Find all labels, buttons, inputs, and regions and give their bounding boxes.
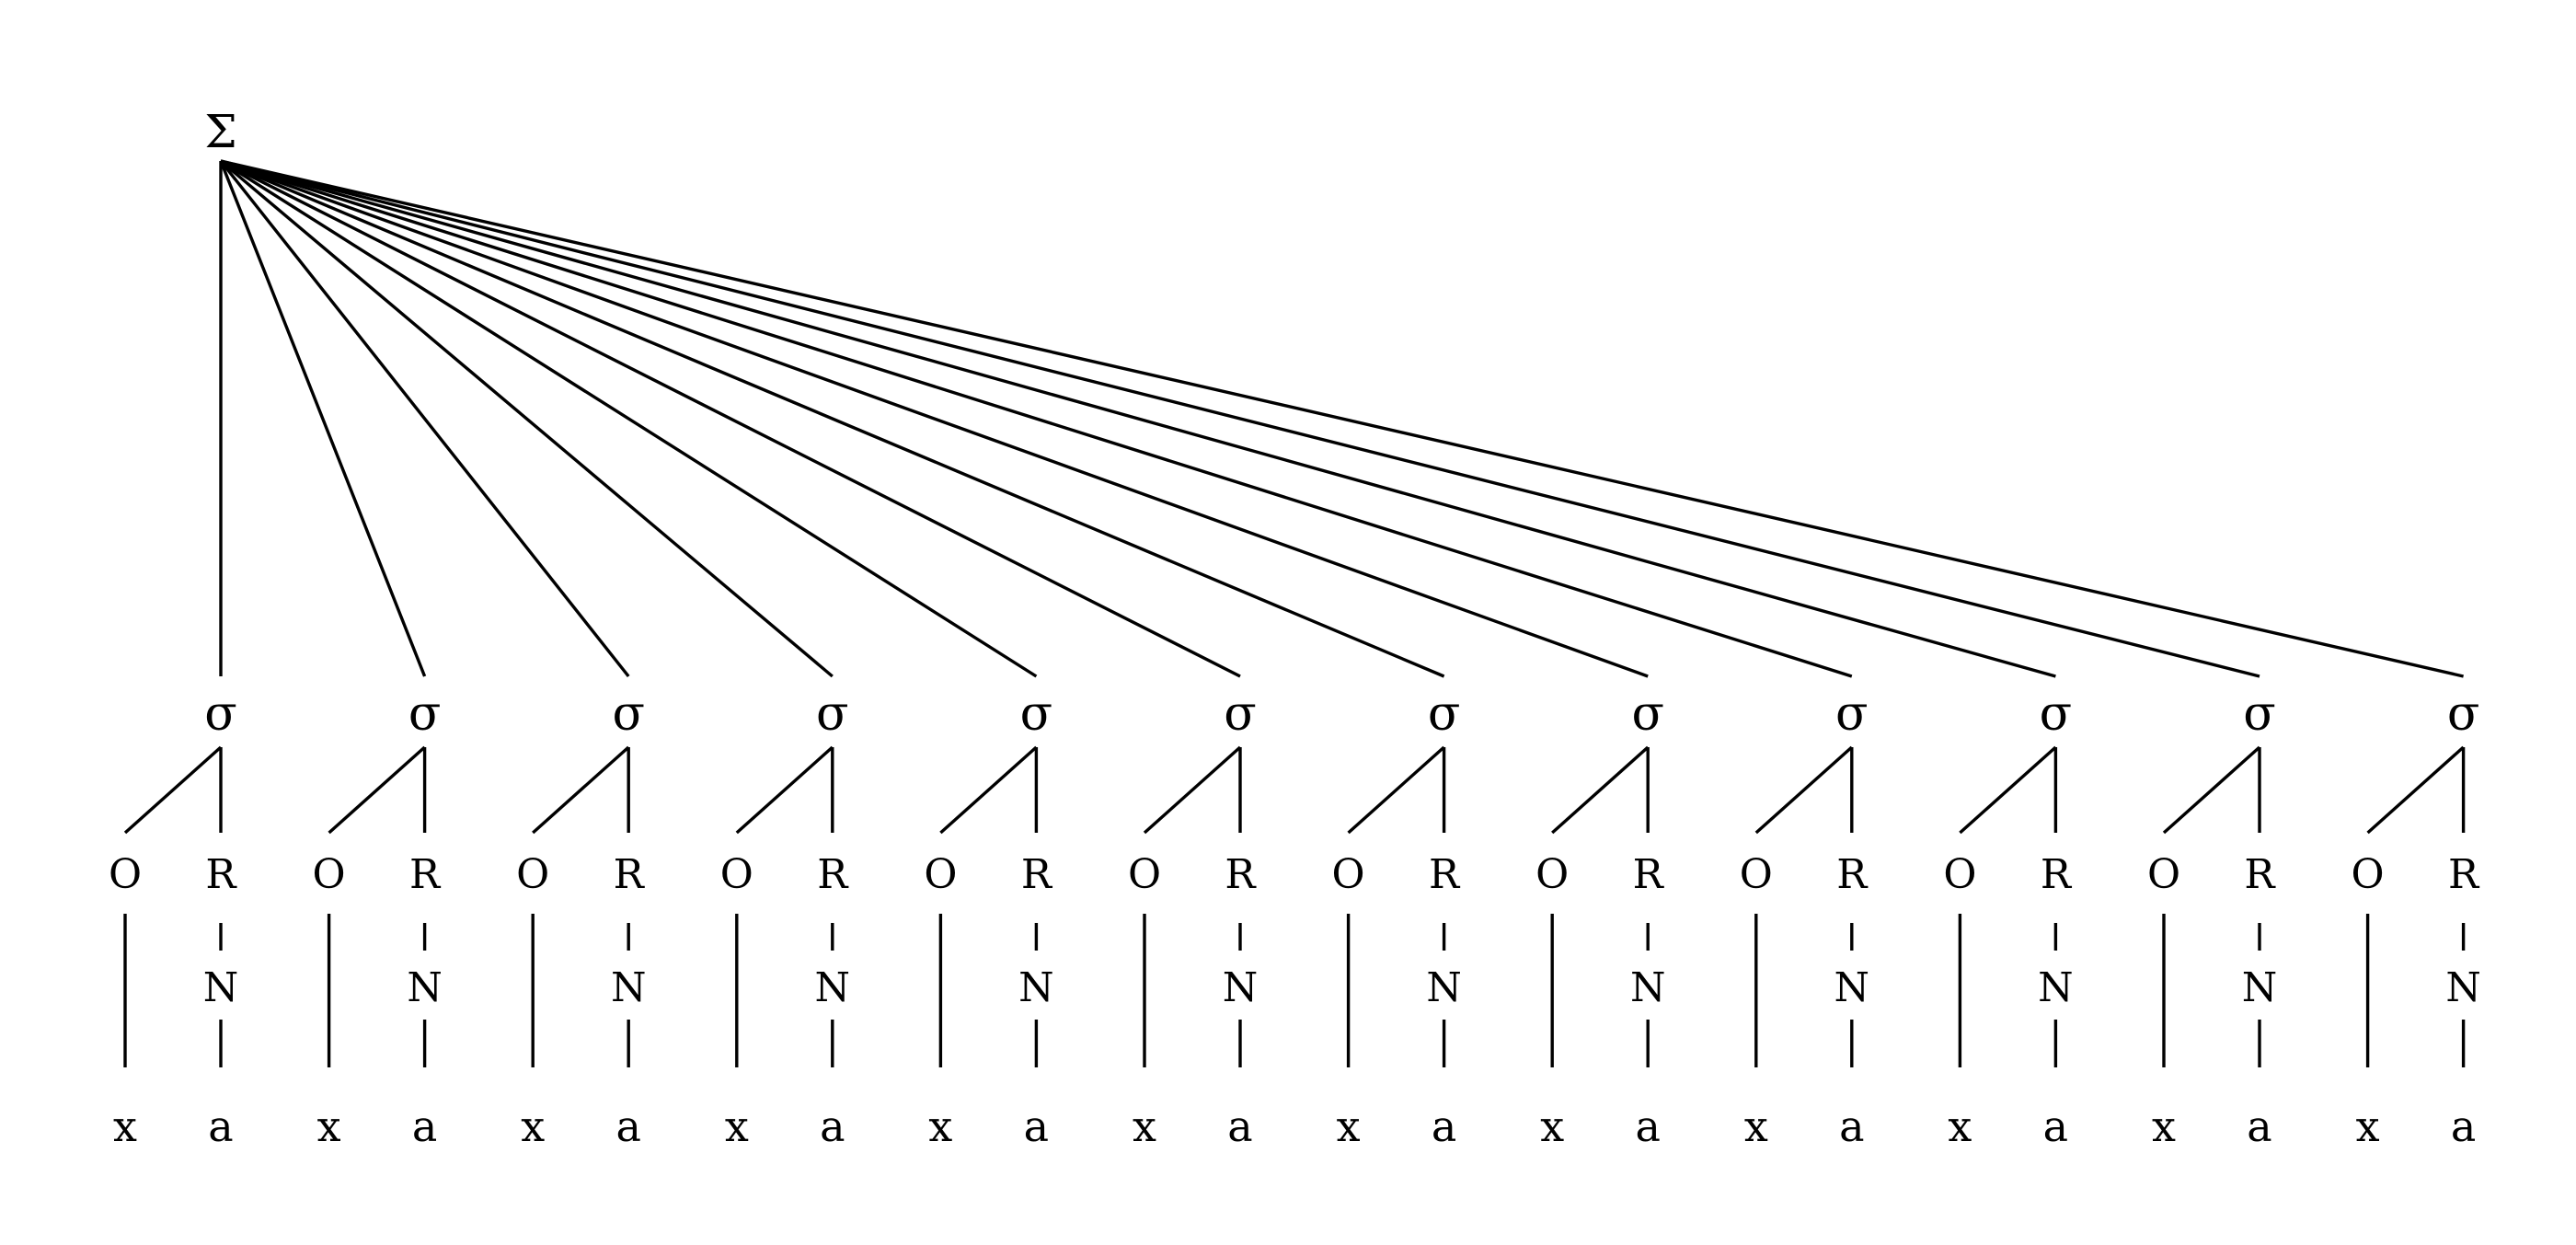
syllable-to-onset-edge [735, 745, 834, 835]
onset-segment: x [521, 1101, 545, 1151]
root-to-syllable-edge [219, 160, 427, 677]
syllable-to-onset-edge [1959, 745, 2057, 835]
onset-segment: x [1133, 1101, 1156, 1151]
onset-segment: x [1948, 1101, 1972, 1151]
onset-label: O [1943, 851, 1976, 898]
onset-segment: x [317, 1101, 341, 1151]
rhyme-label: R [1225, 851, 1257, 898]
nucleus-segment: a [820, 1101, 845, 1151]
onset-segment: x [1337, 1101, 1361, 1151]
nucleus-segment: a [1635, 1101, 1660, 1151]
nucleus-segment: a [412, 1101, 437, 1151]
syllable-label: σ [612, 686, 645, 742]
onset-label: O [2352, 851, 2385, 898]
nucleus-segment: a [1024, 1101, 1049, 1151]
nucleus-segment: a [2451, 1101, 2476, 1151]
onset-segment: x [2152, 1101, 2176, 1151]
nucleus-segment: a [1432, 1101, 1456, 1151]
onset-label: O [1535, 851, 1569, 898]
root-to-syllable-edge [220, 159, 2464, 678]
root-to-syllable-edge [219, 159, 630, 678]
syllable-to-onset-edge [1347, 745, 1445, 835]
syllable-label: σ [1020, 686, 1053, 742]
syllable-to-onset-edge [1551, 745, 1650, 835]
onset-label: O [109, 851, 142, 898]
root-to-syllable-edge [220, 159, 1038, 678]
syllable-to-onset-edge [1143, 745, 1242, 835]
nucleus-label: N [611, 964, 647, 1011]
onset-label: O [2147, 851, 2180, 898]
syllable-to-onset-edge [1754, 745, 1853, 835]
nucleus-segment: a [2043, 1101, 2068, 1151]
root-to-syllable-edge [220, 159, 1649, 678]
syllable-to-onset-edge [532, 745, 630, 835]
rhyme-label: R [2244, 851, 2276, 898]
onset-segment: x [928, 1101, 952, 1151]
syllable-to-onset-edge [2366, 745, 2465, 835]
rhyme-label: R [817, 851, 849, 898]
rhyme-label: R [409, 851, 442, 898]
syllable-to-onset-edge [328, 745, 426, 835]
rhyme-label: R [205, 851, 237, 898]
nucleus-label: N [2038, 964, 2074, 1011]
syllable-label: σ [816, 686, 849, 742]
root-to-syllable-edge [220, 159, 1241, 678]
onset-label: O [924, 851, 957, 898]
syllable-label: σ [204, 686, 237, 742]
nucleus-label: N [203, 964, 239, 1011]
rhyme-label: R [1633, 851, 1665, 898]
root-to-syllable-edge [220, 159, 2260, 678]
onset-label: O [1740, 851, 1773, 898]
root-to-syllable-edge [220, 159, 1853, 678]
onset-segment: x [1744, 1101, 1768, 1151]
nucleus-label: N [1223, 964, 1259, 1011]
syllable-to-onset-edge [2162, 745, 2261, 835]
onset-segment: x [2356, 1101, 2380, 1151]
onset-segment: x [113, 1101, 137, 1151]
syllable-to-onset-edge [123, 745, 223, 835]
rhyme-label: R [614, 851, 646, 898]
nucleus-label: N [815, 964, 851, 1011]
onset-label: O [1128, 851, 1161, 898]
onset-label: O [1332, 851, 1365, 898]
rhyme-label: R [1836, 851, 1869, 898]
onset-segment: x [725, 1101, 749, 1151]
rhyme-label: R [1021, 851, 1053, 898]
nucleus-segment: a [2247, 1101, 2271, 1151]
tree-labels: ΣσO R Nx a σO R Nx a σO R Nx a σO R Nx a σO R Nx a σO R Nx a σO R… [109, 105, 2481, 1151]
syllable-label: σ [1428, 686, 1461, 742]
nucleus-segment: a [1839, 1101, 1864, 1151]
onset-label: O [313, 851, 346, 898]
onset-label: O [720, 851, 753, 898]
nucleus-label: N [1018, 964, 1054, 1011]
nucleus-label: N [1426, 964, 1462, 1011]
tree-edges [123, 159, 2466, 1067]
syllable-label: σ [1835, 686, 1869, 742]
onset-segment: x [1540, 1101, 1564, 1151]
nucleus-segment: a [1227, 1101, 1252, 1151]
syllable-label: σ [2040, 686, 2073, 742]
syllable-label: σ [1631, 686, 1664, 742]
nucleus-label: N [2242, 964, 2278, 1011]
root-to-syllable-edge [219, 159, 834, 678]
nucleus-label: N [1834, 964, 1870, 1011]
nucleus-label: N [2445, 964, 2481, 1011]
nucleus-label: N [407, 964, 443, 1011]
root-foot-label: Σ [204, 105, 236, 158]
root-to-syllable-edge [220, 159, 2056, 678]
onset-label: O [516, 851, 549, 898]
syllable-to-onset-edge [939, 745, 1038, 835]
nucleus-segment: a [615, 1101, 640, 1151]
syllable-label: σ [1224, 686, 1257, 742]
nucleus-segment: a [208, 1101, 233, 1151]
syllable-label: σ [2447, 686, 2480, 742]
nucleus-label: N [1630, 964, 1666, 1011]
rhyme-label: R [2448, 851, 2480, 898]
syllable-label: σ [408, 686, 442, 742]
rhyme-label: R [1429, 851, 1461, 898]
root-to-syllable-edge [220, 159, 1445, 678]
syllable-label: σ [2243, 686, 2276, 742]
rhyme-label: R [2041, 851, 2073, 898]
